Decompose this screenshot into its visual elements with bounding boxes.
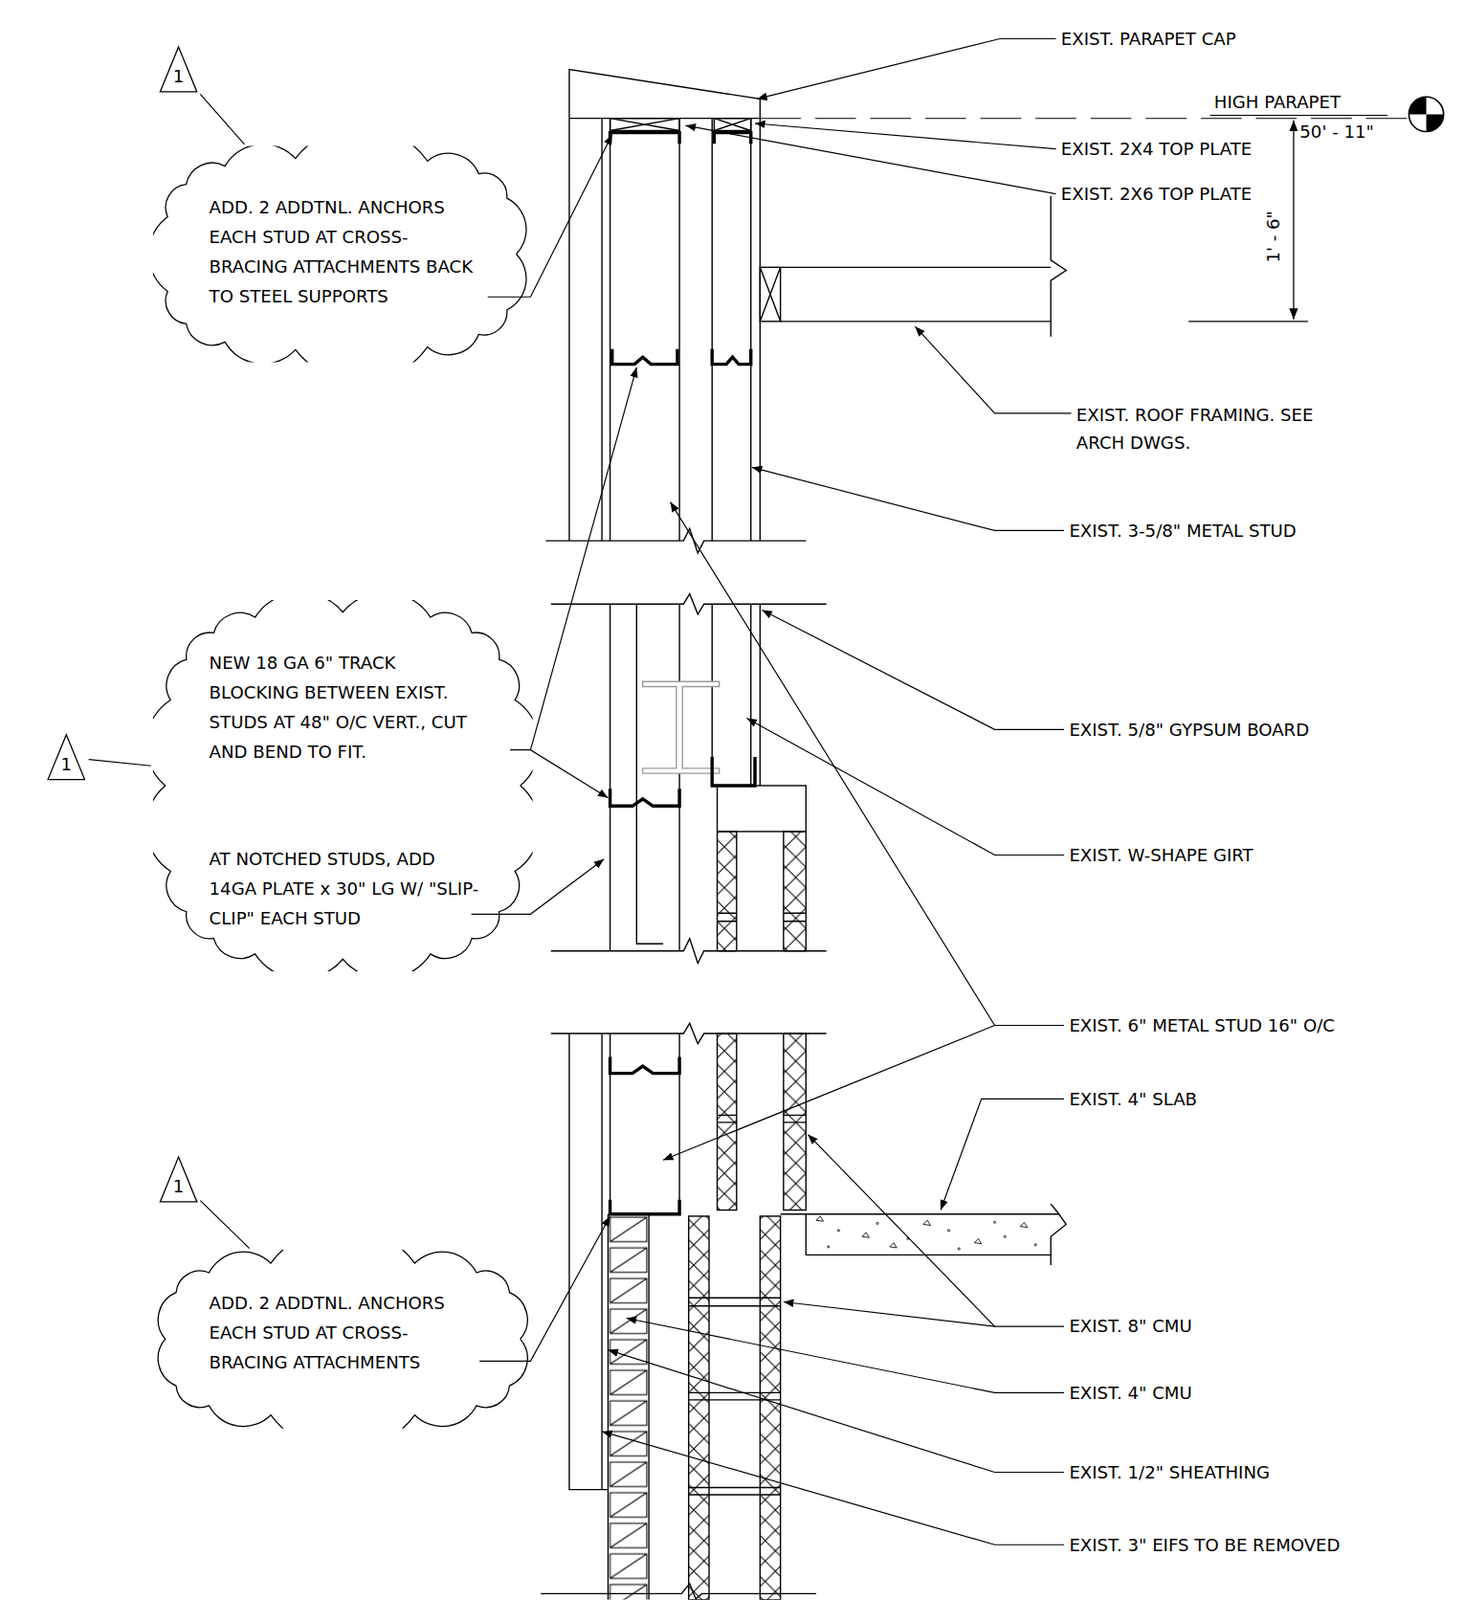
callout-label: EXIST. ROOF FRAMING. SEE ARCH DWGS.	[1076, 401, 1332, 458]
stud-tracks	[610, 133, 755, 1215]
callout-label: EXIST. 4" CMU	[1068, 1381, 1192, 1404]
note-text: AT NOTCHED STUDS, ADD 14GA PLATE x 30" L…	[209, 844, 486, 934]
revision-triangle: 1	[45, 732, 88, 782]
callout-label: EXIST. PARAPET CAP	[1061, 27, 1237, 50]
outline	[157, 1249, 528, 1429]
revision-triangle: 1	[157, 1154, 200, 1204]
note-text: ADD. 2 ADDTNL. ANCHORS EACH STUD AT CROS…	[209, 1288, 486, 1378]
wall-linework	[540, 69, 1066, 1600]
callout-label: EXIST. 2X4 TOP PLATE	[1061, 137, 1252, 160]
leader-connector	[199, 1200, 249, 1249]
elevation-symbol	[1408, 96, 1443, 132]
dimension-text: 1' - 6"	[1261, 210, 1284, 263]
callout-label: HIGH PARAPET	[1214, 90, 1341, 113]
slab-stipple	[816, 1216, 1037, 1250]
outline	[153, 599, 533, 972]
callout-label: EXIST. 5/8" GYPSUM BOARD	[1068, 718, 1309, 741]
note-cloud: ADD. 2 ADDTNL. ANCHORS EACH STUD AT CROS…	[153, 145, 529, 362]
callout-label: EXIST. 4" SLAB	[1068, 1087, 1198, 1110]
callout-label: EXIST. 6" METAL STUD 16" O/C	[1068, 1014, 1335, 1037]
callout-label: 50' - 11"	[1299, 120, 1375, 143]
leader-connector	[199, 93, 244, 144]
note-cloud: ADD. 2 ADDTNL. ANCHORS EACH STUD AT CROS…	[153, 1249, 533, 1429]
note-cloud: NEW 18 GA 6" TRACK BLOCKING BETWEEN EXIS…	[153, 599, 533, 972]
callout-label: EXIST. 3" EIFS TO BE REMOVED	[1068, 1532, 1340, 1555]
revision-number: 1	[45, 751, 88, 778]
callout-label: EXIST. 8" CMU	[1068, 1314, 1192, 1337]
callout-label: EXIST. 1/2" SHEATHING	[1068, 1461, 1270, 1484]
callout-label: EXIST. 2X6 TOP PLATE	[1061, 182, 1252, 205]
note-text: NEW 18 GA 6" TRACK BLOCKING BETWEEN EXIS…	[209, 648, 486, 768]
revision-number: 1	[157, 63, 200, 90]
revision-number: 1	[157, 1173, 200, 1200]
note-text: ADD. 2 ADDTNL. ANCHORS EACH STUD AT CROS…	[209, 193, 486, 312]
callout-label: EXIST. W-SHAPE GIRT	[1068, 843, 1253, 866]
w-shape-girt	[643, 681, 720, 774]
leader-lines	[471, 39, 1072, 1546]
outline	[153, 145, 527, 362]
revision-triangle: 1	[157, 44, 200, 94]
callout-label: EXIST. 3-5/8" METAL STUD	[1068, 519, 1296, 542]
cloud-outline	[153, 145, 529, 362]
leader-connector	[88, 759, 152, 767]
